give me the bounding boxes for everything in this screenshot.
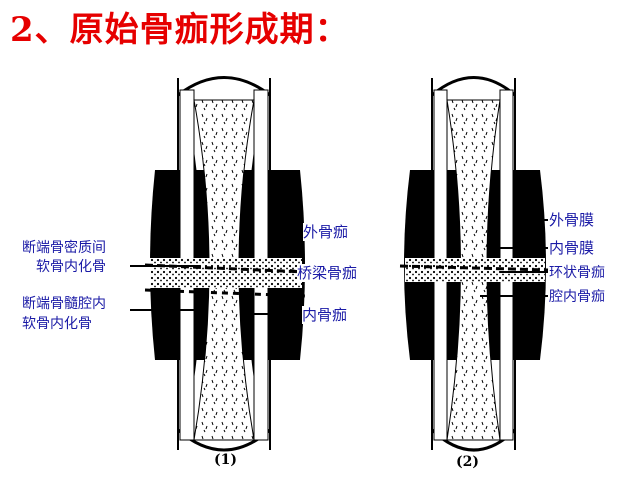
- label-periosteum-inner: 内骨膜: [549, 239, 595, 257]
- label-left-upper-line2: 软骨内化骨: [36, 258, 106, 276]
- label-left-lower-line2: 软骨内化骨: [22, 315, 92, 333]
- label-bridging-callus: 桥梁骨痂: [297, 264, 358, 282]
- label-ring-callus: 环状骨痂: [549, 264, 605, 282]
- figure2-bone: [399, 76, 549, 452]
- label-left-upper-line1: 断端骨密质间: [22, 239, 106, 257]
- figure1-caption: (1): [214, 452, 237, 468]
- label-medullary-callus: 腔内骨痂: [549, 288, 605, 306]
- label-external-callus: 外骨痂: [303, 223, 349, 241]
- figure2-caption: (2): [456, 454, 479, 470]
- figure1-bone: [144, 76, 306, 452]
- label-left-lower-line1: 断端骨髓腔内: [22, 295, 106, 313]
- label-internal-callus: 内骨痂: [302, 306, 348, 324]
- label-periosteum-outer: 外骨膜: [549, 211, 595, 229]
- page-title: 2、原始骨痂形成期：: [10, 10, 350, 50]
